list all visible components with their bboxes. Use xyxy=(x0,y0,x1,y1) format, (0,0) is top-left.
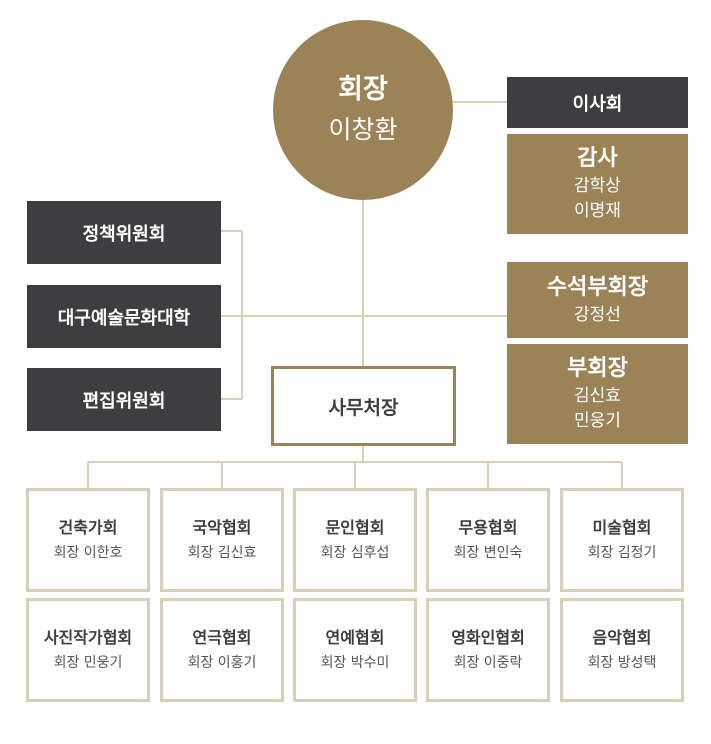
vp-box: 부회장 김신효 민웅기 xyxy=(507,344,688,444)
secretary-general-box: 사무처장 xyxy=(271,366,456,446)
association-name: 미술협회 xyxy=(592,518,652,537)
association-head: 회장 방성택 xyxy=(587,655,657,671)
association-box: 미술협회 회장 김정기 xyxy=(560,488,684,592)
committee-label: 대구예술문화대학 xyxy=(57,307,191,329)
association-box: 문인협회 회장 심후섭 xyxy=(293,488,417,592)
association-head: 회장 심후섭 xyxy=(320,545,390,561)
association-head: 회장 이중락 xyxy=(453,655,523,671)
committee-college-box: 대구예술문화대학 xyxy=(27,285,221,348)
association-box: 음악협회 회장 방성택 xyxy=(560,598,684,702)
senior-vp-box: 수석부회장 강정선 xyxy=(507,262,688,338)
president-title: 회장 xyxy=(338,74,388,105)
association-box: 무용협회 회장 변인숙 xyxy=(426,488,550,592)
board-label: 이사회 xyxy=(572,93,623,115)
association-name: 연예협회 xyxy=(325,628,385,647)
association-box: 국악협회 회장 김신효 xyxy=(160,488,284,592)
senior-vp-title: 수석부회장 xyxy=(546,274,649,300)
auditor-box: 감사 감학상 이명재 xyxy=(507,134,688,234)
association-head: 회장 박수미 xyxy=(320,655,390,671)
vp-title: 부회장 xyxy=(567,356,628,381)
association-name: 영화인협회 xyxy=(451,628,525,647)
board-box: 이사회 xyxy=(507,77,688,128)
committee-label: 정책위원회 xyxy=(82,223,166,245)
association-head: 회장 이한호 xyxy=(53,545,123,561)
association-box: 영화인협회 회장 이중락 xyxy=(426,598,550,702)
senior-vp-name: 강정선 xyxy=(574,304,621,325)
association-head: 회장 김정기 xyxy=(587,545,657,561)
committee-label: 편집위원회 xyxy=(82,390,166,412)
auditor-name: 감학상 xyxy=(574,176,621,196)
secretary-general-label: 사무처장 xyxy=(328,396,399,419)
association-name: 사진작가협회 xyxy=(43,628,133,647)
auditor-title: 감사 xyxy=(577,146,618,171)
association-name: 문인협회 xyxy=(325,518,385,537)
association-box: 건축가회 회장 이한호 xyxy=(26,488,150,592)
association-head: 회장 민웅기 xyxy=(53,655,123,671)
association-head: 회장 이홍기 xyxy=(187,655,257,671)
association-box: 사진작가협회 회장 민웅기 xyxy=(26,598,150,702)
association-box: 연예협회 회장 박수미 xyxy=(293,598,417,702)
association-head: 회장 김신효 xyxy=(187,545,257,561)
association-box: 연극협회 회장 이홍기 xyxy=(160,598,284,702)
committee-editorial-box: 편집위원회 xyxy=(27,368,221,431)
association-name: 연극협회 xyxy=(192,628,252,647)
vp-name: 김신효 xyxy=(574,386,621,406)
association-head: 회장 변인숙 xyxy=(453,545,523,561)
president-circle: 회장 이창환 xyxy=(273,20,453,200)
vp-name: 민웅기 xyxy=(574,411,621,431)
president-name: 이창환 xyxy=(328,115,398,144)
association-name: 건축가회 xyxy=(58,518,118,537)
auditor-name: 이명재 xyxy=(574,201,621,221)
association-name: 무용협회 xyxy=(458,518,518,537)
association-name: 음악협회 xyxy=(592,628,652,647)
committee-policy-box: 정책위원회 xyxy=(27,201,221,264)
association-name: 국악협회 xyxy=(192,518,252,537)
